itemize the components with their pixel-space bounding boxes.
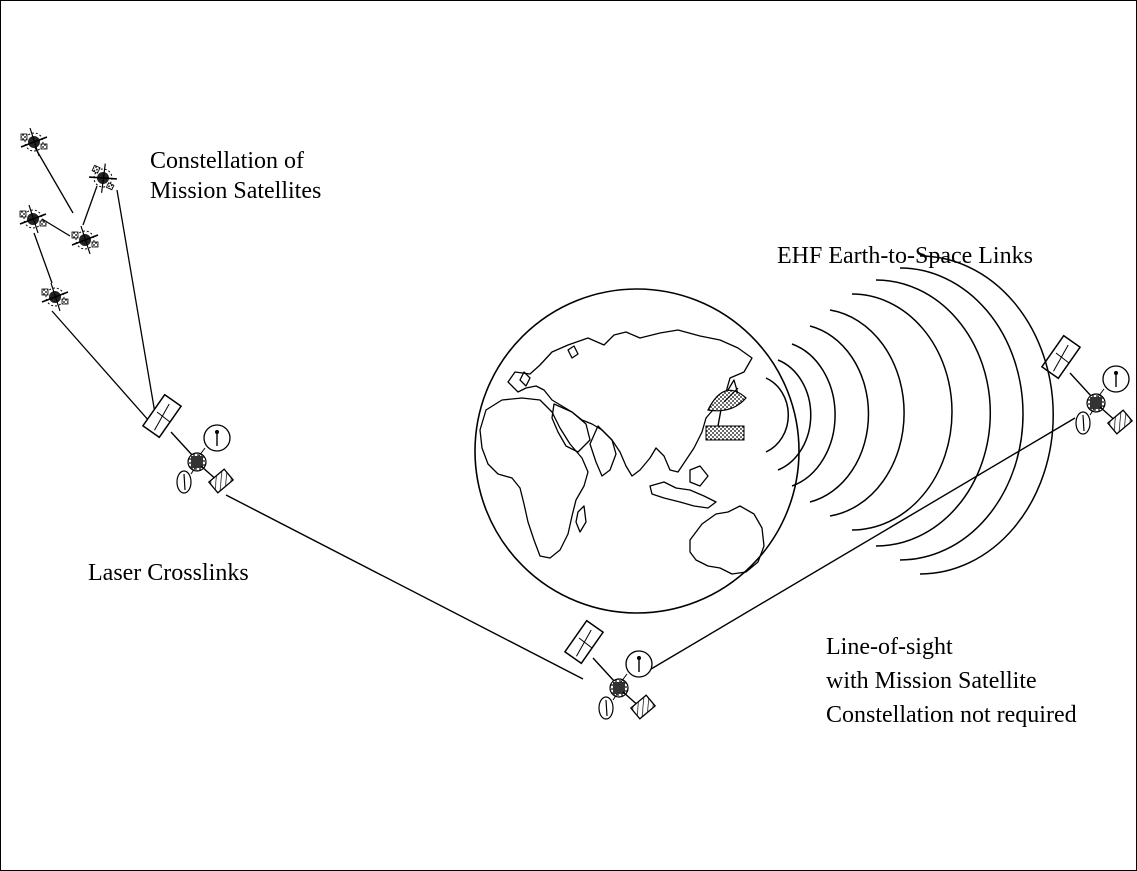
line-of-sight-label-line-2: with Mission Satellite (826, 668, 1037, 694)
ehf-links-label: EHF Earth-to-Space Links (777, 241, 1033, 271)
line-of-sight-label-line-1: Line-of-sight (826, 634, 953, 660)
constellation-links (32, 143, 158, 431)
earth-globe-icon (474, 288, 800, 614)
relay-satellite-bottom (564, 619, 656, 720)
line-of-sight-label-line-3: Constellation not required (826, 702, 1077, 728)
line-of-sight-label: Line-of-sight with Mission Satellite Con… (826, 630, 1077, 732)
mission-satellite-4 (71, 225, 99, 255)
constellation-label-line-1: Constellation of (150, 148, 304, 174)
mission-satellite-1 (20, 127, 48, 157)
ehf-links-label-text: EHF Earth-to-Space Links (777, 243, 1033, 269)
mission-satellite-3 (19, 204, 47, 234)
constellation-label: Constellation of Mission Satellites (150, 146, 321, 206)
dish-antenna-icon (705, 387, 747, 441)
relay-satellite-left (142, 393, 234, 494)
mission-satellite-2 (84, 159, 122, 197)
ehf-signal-arcs (765, 255, 1054, 575)
laser-crosslinks-label-text: Laser Crosslinks (88, 560, 249, 586)
constellation-label-line-2: Mission Satellites (150, 178, 322, 204)
laser-crosslinks (225, 417, 1076, 680)
mission-satellite-5 (41, 282, 69, 312)
laser-crosslinks-label: Laser Crosslinks (88, 558, 249, 588)
relay-satellite-right (1041, 334, 1133, 435)
